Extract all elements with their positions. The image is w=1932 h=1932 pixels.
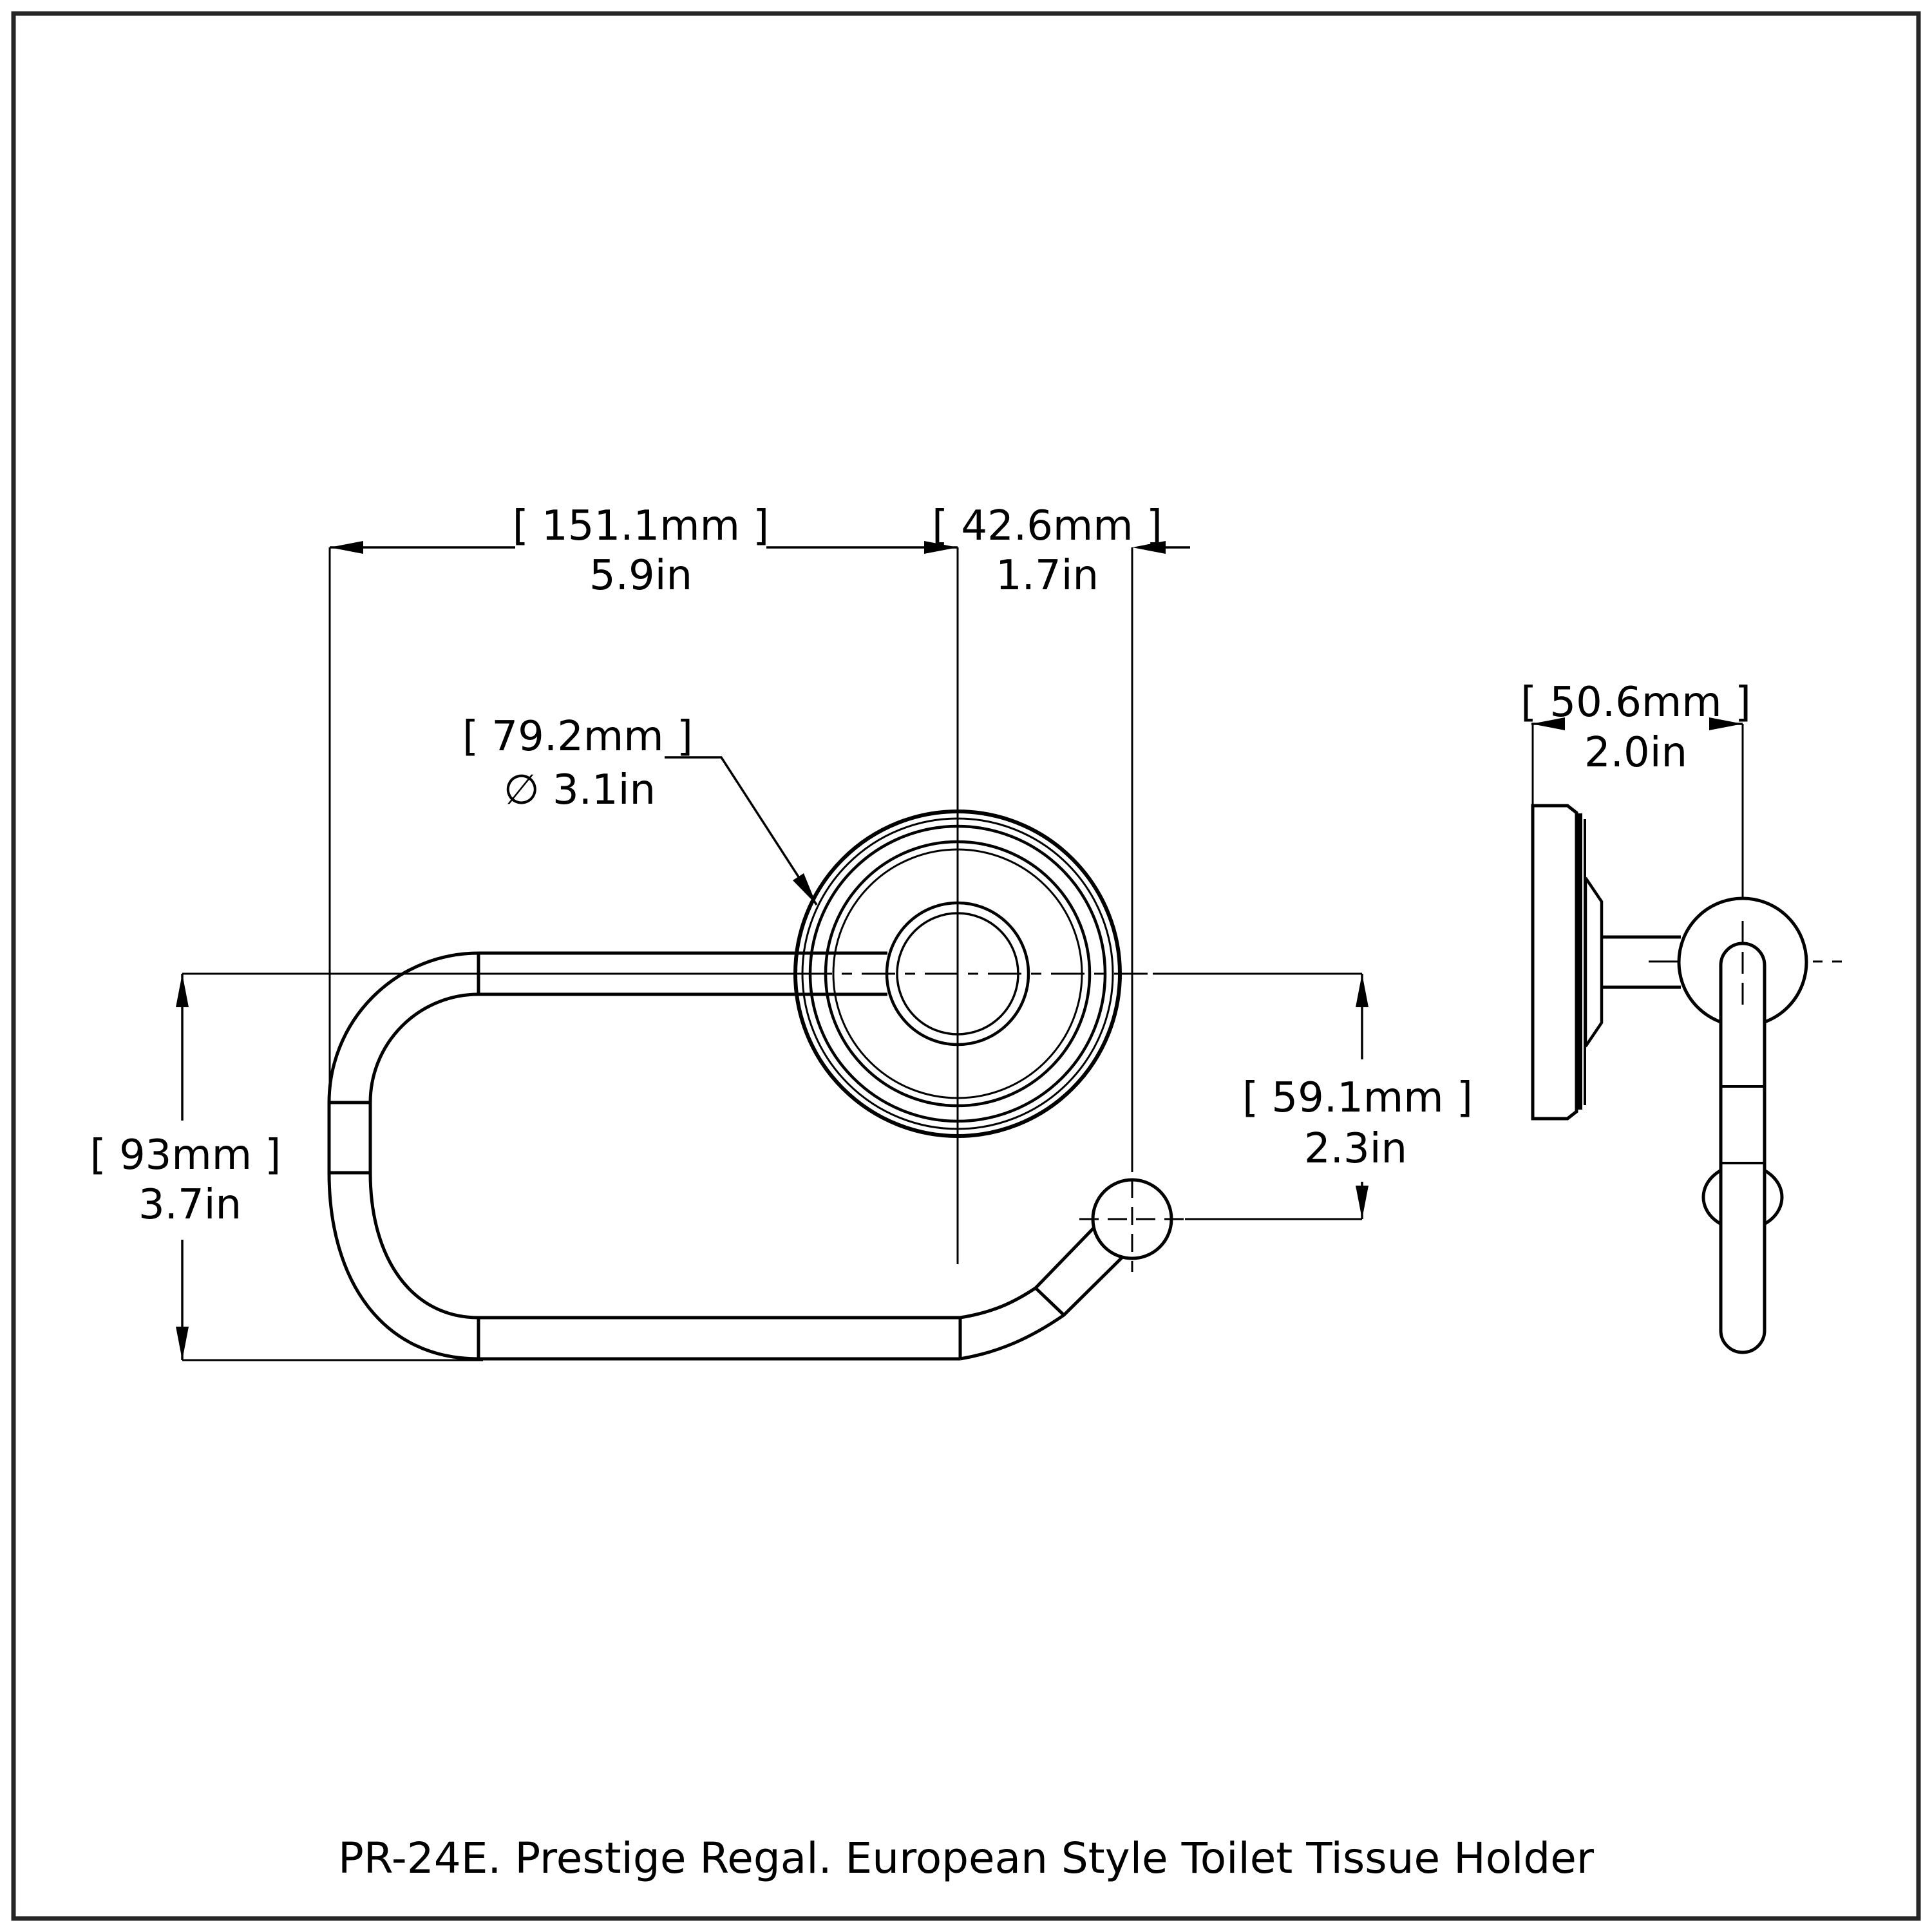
dim-flange-diameter-mm: [ 79.2mm ] <box>462 713 693 761</box>
dim-projection-depth-in: 2.0in <box>1584 729 1687 777</box>
flange-diameter-leader <box>665 756 818 905</box>
front-view-toilet-tissue-holder <box>327 810 1173 1361</box>
dim-overall-height-in: 3.7in <box>138 1181 242 1229</box>
dim-hook-drop-in: 2.3in <box>1304 1125 1407 1173</box>
dim-flange-diameter-in: ∅ 3.1in <box>504 766 656 814</box>
wall-plate-profile <box>1531 804 1578 1121</box>
plate-rim-groove <box>1578 813 1582 1110</box>
dim-hook-offset-mm: [ 42.6mm ] <box>932 502 1162 550</box>
dimension-labels: [ 151.1mm ] 5.9in [ 42.6mm ] 1.7in [ 79.… <box>90 502 1751 1229</box>
drawing-caption: PR-24E. Prestige Regal. European Style T… <box>338 1833 1595 1883</box>
sheet-border <box>11 11 1921 1921</box>
pivot-post <box>1602 935 1681 989</box>
dim-overall-width-mm: [ 151.1mm ] <box>513 502 770 550</box>
roll-arm-outline <box>327 951 1124 1361</box>
side-dimension-arrowheads <box>1531 717 1743 730</box>
front-extension-lines <box>182 547 1362 1361</box>
dim-hook-drop-mm: [ 59.1mm ] <box>1242 1074 1473 1122</box>
dim-overall-height-mm: [ 93mm ] <box>90 1132 281 1179</box>
arm-edge-joints <box>1721 1085 1765 1164</box>
dim-projection-depth-mm: [ 50.6mm ] <box>1520 679 1751 726</box>
mount-boss-cone <box>1584 876 1604 1048</box>
dim-overall-width-in: 5.9in <box>589 552 692 600</box>
side-view-toilet-tissue-holder <box>1531 717 1842 1354</box>
hook-end-ball <box>1091 1178 1173 1260</box>
front-dimension-arrowheads <box>176 541 1368 1360</box>
rosette-flange-rings <box>793 810 1122 1138</box>
arm-edge-capsule <box>1719 942 1766 1354</box>
dim-hook-offset-in: 1.7in <box>996 552 1099 600</box>
